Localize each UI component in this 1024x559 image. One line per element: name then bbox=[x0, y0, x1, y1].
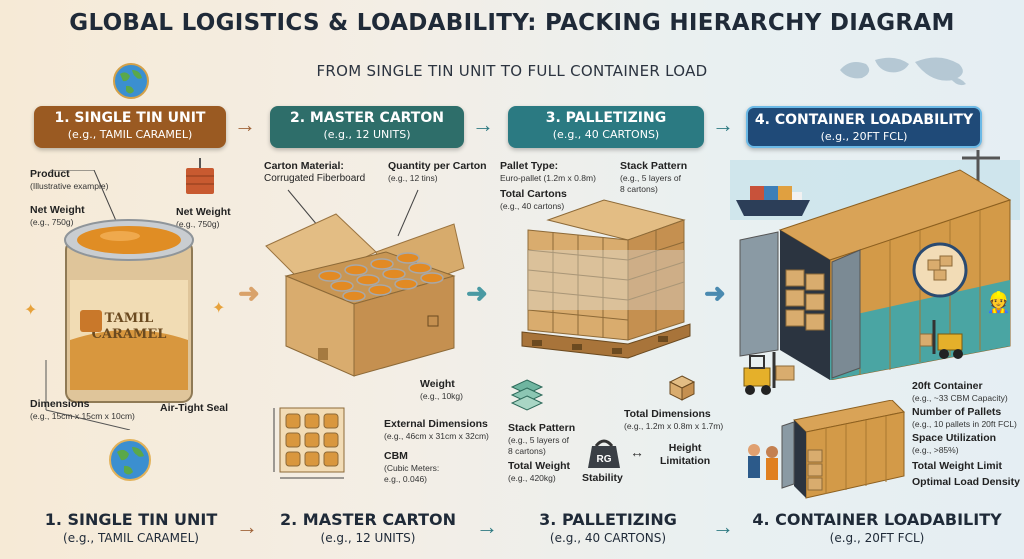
carton-material-label: Carton Material:Corrugated Fiberboard bbox=[264, 160, 366, 184]
tin-seal-label: Air-Tight Seal bbox=[160, 402, 229, 414]
stage-banner-single-tin: 1. SINGLE TIN UNIT (e.g., TAMIL CARAMEL) bbox=[34, 106, 226, 148]
bottom-label-master-carton: 2. MASTER CARTON (e.g., 12 UNITS) bbox=[280, 510, 456, 545]
container-space-utilization-label: Space Utilization(e.g., >85%) bbox=[912, 432, 997, 455]
arrow-right-icon: → bbox=[472, 112, 494, 137]
arrow-right-icon: ➜ bbox=[704, 278, 726, 308]
weight-hook-icon bbox=[186, 158, 214, 194]
arrow-right-icon: ➜ bbox=[466, 278, 488, 308]
page-title: GLOBAL LOGISTICS & LOADABILITY: PACKING … bbox=[69, 10, 955, 36]
arrow-right-icon: → bbox=[476, 514, 498, 539]
container-load-density-label: Optimal Load Density bbox=[912, 476, 1020, 488]
arrow-right-icon: → bbox=[234, 112, 256, 137]
tin-brand-text: TAMIL bbox=[105, 311, 154, 326]
carton-quantity-label: Quantity per Carton(e.g., 12 tins) bbox=[388, 160, 487, 183]
stage-banner-master-carton: 2. MASTER CARTON (e.g., 12 UNITS) bbox=[270, 106, 464, 148]
carton-cbm-label: CBM(Cubic Meters:e.g., 0.046) bbox=[384, 450, 440, 484]
bottom-label-palletizing: 3. PALLETIZING (e.g., 40 CARTONS) bbox=[539, 510, 677, 545]
carton-external-dimensions-label: External Dimensions(e.g., 46cm x 31cm x … bbox=[384, 418, 489, 441]
weight-marker-text: RG bbox=[597, 454, 612, 465]
layers-icon bbox=[510, 379, 544, 411]
tin-can-illustration: TAMIL CARAMEL bbox=[45, 170, 194, 430]
forklift-icon bbox=[920, 320, 963, 359]
bottom-label-container: 4. CONTAINER LOADABILITY (e.g., 20FT FCL… bbox=[752, 510, 1002, 545]
pallet-illustration bbox=[521, 199, 691, 359]
pallet-stability-label: Stability bbox=[582, 472, 623, 484]
arrow-right-icon: ➜ bbox=[238, 278, 260, 308]
container-20ft-label: 20ft Container(e.g., ~33 CBM Capacity) bbox=[912, 380, 1008, 403]
page-subtitle: FROM SINGLE TIN UNIT TO FULL CONTAINER L… bbox=[316, 62, 708, 80]
container-weight-limit-label: Total Weight Limit bbox=[912, 460, 1003, 472]
box-3d-icon bbox=[668, 375, 696, 401]
container-pallets-label: Number of Pallets(e.g., 10 pallets in 20… bbox=[912, 406, 1017, 429]
container-scene-illustration bbox=[730, 150, 1020, 380]
weight-kettlebell-icon: RG bbox=[588, 439, 620, 468]
tin-net-weight-label-2: Net Weight(e.g., 750g) bbox=[176, 206, 231, 229]
arrow-right-icon: → bbox=[236, 514, 258, 539]
tin-brand-text: CARAMEL bbox=[92, 327, 167, 342]
carton-weight-label: Weight(e.g., 10kg) bbox=[420, 378, 463, 401]
bottom-label-single-tin: 1. SINGLE TIN UNIT (e.g., TAMIL CARAMEL) bbox=[44, 510, 218, 545]
arrow-right-icon: → bbox=[712, 514, 734, 539]
tin-product-label: Product(Illustrative example) bbox=[30, 168, 109, 191]
pallet-type-label: Pallet Type:Euro-pallet (1.2m x 0.8m) bbox=[500, 160, 596, 183]
forklift-icon bbox=[743, 352, 795, 395]
sparkle-icon: ✦ bbox=[24, 302, 38, 319]
pallet-total-dimensions-label: Total Dimensions(e.g., 1.2m x 0.8m x 1.7… bbox=[624, 408, 724, 431]
globe-icon bbox=[113, 63, 149, 99]
stage-banner-container: 4. CONTAINER LOADABILITY (e.g., 20FT FCL… bbox=[746, 106, 982, 148]
tin-net-weight-label: Net Weight(e.g., 750g) bbox=[30, 204, 85, 227]
globe-icon bbox=[109, 439, 151, 481]
pallet-total-weight-label: Total Weight(e.g., 420kg) bbox=[508, 460, 571, 483]
sparkle-icon: ✦ bbox=[212, 300, 226, 317]
pallet-total-cartons-label: Total Cartons(e.g., 40 cartons) bbox=[500, 188, 567, 211]
master-carton-illustration bbox=[265, 189, 465, 377]
carton-top-view-diagram bbox=[273, 407, 345, 479]
stage-banner-palletizing: 3. PALLETIZING (e.g., 40 CARTONS) bbox=[508, 106, 704, 148]
tin-dimensions-label: Dimensions(e.g., 15cm x 15cm x 10cm) bbox=[30, 398, 135, 421]
worker-icon: 👷 bbox=[986, 292, 1011, 314]
small-container-illustration bbox=[748, 400, 906, 499]
double-arrow-icon: ↔ bbox=[630, 444, 644, 460]
world-map-icon bbox=[840, 57, 966, 86]
arrow-right-icon: → bbox=[712, 112, 734, 137]
